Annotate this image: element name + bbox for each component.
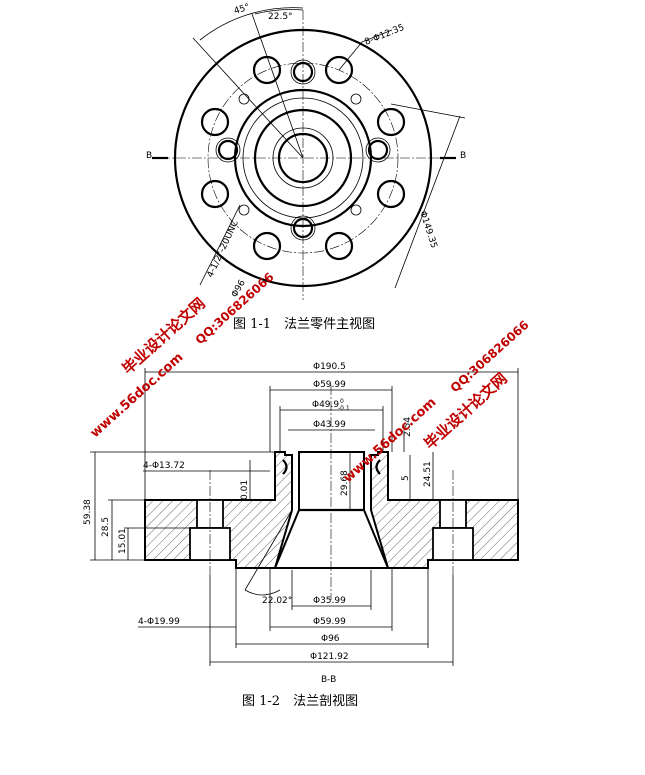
dim-5-label: 5: [401, 475, 411, 481]
dim-96-label: Φ96: [321, 634, 340, 644]
angle-45-label: 45°: [233, 2, 251, 16]
bolt-hole: [252, 55, 282, 85]
groove-left: [282, 459, 288, 475]
watermark-right: 毕业设计论文网 www.56doc.com QQ:306826066: [341, 318, 532, 486]
dim-43-label: Φ43.99: [313, 420, 346, 430]
dim-29-68-label: 29.68: [340, 470, 350, 496]
dim-15-label: 15.01: [118, 528, 128, 554]
dim-49-label: Φ49.9: [312, 400, 339, 410]
holes-note-leader: [361, 29, 393, 43]
dim-49-tol-upper: 0: [340, 398, 344, 405]
threaded-hole-ring: [290, 59, 316, 85]
dim-149-label: Φ149.35: [417, 210, 438, 250]
dim-190-label: Φ190.5: [313, 362, 346, 372]
section-label-right: B: [460, 151, 466, 161]
dim-49-tol-lower: -0.1: [338, 405, 350, 412]
dim-121-label: Φ121.92: [310, 652, 349, 662]
figure2-caption: 图 1-2 法兰剖视图: [242, 694, 358, 709]
dim-2-54-label: 2.54: [403, 417, 413, 437]
bolt-hole: [376, 179, 406, 209]
bolt-holes: [200, 55, 406, 261]
section-view: Φ190.5 Φ59.99 Φ49.9 0 -0.1 Φ43.99 4-Φ13.…: [83, 362, 519, 685]
bore-chamfer-circle: [272, 127, 334, 189]
dim-extension-line: [390, 103, 466, 119]
dim-59-38-label: 59.38: [83, 499, 93, 525]
pin-hole: [238, 93, 250, 105]
dim-35-label: Φ35.99: [313, 596, 346, 606]
figure1-caption: 图 1-1 法兰零件主视图: [233, 317, 375, 332]
pin-hole: [350, 93, 362, 105]
bolt-hole: [324, 55, 354, 85]
section-label-left: B: [146, 151, 152, 161]
dim-24-51-label: 24.51: [423, 461, 433, 487]
bolt-circle: [207, 62, 399, 254]
section-name: B-B: [321, 675, 336, 685]
dim-59-top-label: Φ59.99: [313, 380, 346, 390]
threaded-hole: [292, 217, 314, 239]
hub-inner-circle: [253, 108, 353, 208]
bolt-hole: [200, 179, 230, 209]
bolt-hole: [324, 231, 354, 261]
threaded-hole: [292, 61, 314, 83]
pin-hole: [350, 204, 362, 216]
threaded-hole-ring: [365, 137, 391, 163]
angle-22-5-arc: [254, 9, 304, 15]
dim-0-01-label: 0.01: [240, 480, 250, 500]
angle-22-02-arc: [244, 589, 281, 596]
holes-note-leader: [338, 41, 363, 71]
holes-13-label: 4-Φ13.72: [143, 461, 185, 471]
angle-extension-line: [251, 13, 304, 159]
groove-right: [375, 459, 381, 475]
angle-22-5-label: 22.5°: [268, 12, 293, 22]
angle-22-02-label: 22.02°: [262, 596, 292, 606]
angle-extension: [244, 509, 293, 591]
front-view: 45° 22.5° 8-Φ12.35 Φ149.35 4-1/2"-20UNC …: [146, 2, 466, 300]
holes-note: 8-Φ12.35: [363, 23, 406, 48]
outer-circle: [173, 28, 433, 288]
pin-hole: [238, 204, 250, 216]
hub-outer-circle: [233, 88, 373, 228]
angle-45-arc: [199, 7, 304, 41]
threaded-holes: [215, 59, 391, 241]
threaded-hole-ring: [215, 137, 241, 163]
threaded-hole-ring: [290, 215, 316, 241]
thread-note-leader: [199, 204, 241, 286]
bolt-hole: [200, 107, 230, 137]
dim-59-bot-label: Φ59.99: [313, 617, 346, 627]
angle-extension-line: [192, 37, 304, 159]
bolt-hole: [252, 231, 282, 261]
bore-circle: [277, 132, 329, 184]
dim-28-5-label: 28.5: [101, 517, 111, 537]
threaded-hole: [367, 139, 389, 161]
watermark-left: 毕业设计论文网 www.56doc.com QQ:306826066: [88, 270, 277, 441]
bolt-hole: [376, 107, 406, 137]
holes-19-label: 4-Φ19.99: [138, 617, 180, 627]
dim-149-line: [394, 115, 461, 289]
threaded-hole: [217, 139, 239, 161]
thread-note: 4-1/2"-20UNC: [206, 219, 241, 279]
